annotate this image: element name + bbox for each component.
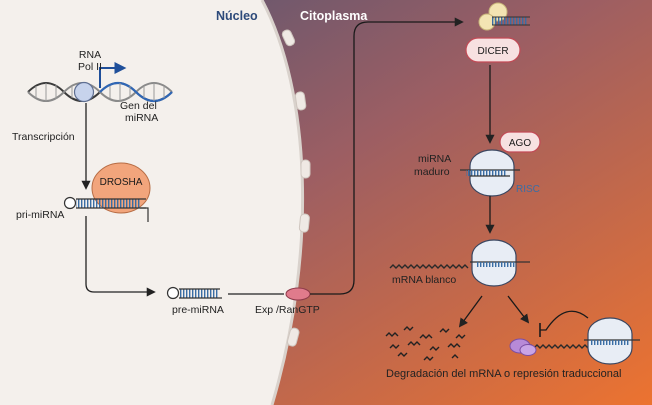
ago-protein bbox=[499, 131, 541, 153]
pri-mirna: DROSHA bbox=[63, 162, 151, 222]
transcription-label: Transcripción bbox=[12, 131, 75, 143]
nuclear-pores bbox=[281, 29, 311, 347]
dicer-label: DICER bbox=[477, 46, 508, 57]
mature-mirna-label-1: miRNA bbox=[418, 153, 451, 165]
mature-mirna-label-2: maduro bbox=[414, 166, 450, 178]
risc-target-complex bbox=[389, 239, 530, 287]
promoter-arrow bbox=[99, 62, 127, 88]
rna-pol-label-1: RNA bbox=[79, 49, 101, 61]
target-mrna-strand bbox=[389, 264, 469, 269]
translational-repression bbox=[509, 310, 640, 365]
risc-label: RISC bbox=[516, 184, 540, 195]
processing-arrow bbox=[85, 216, 156, 297]
rna-pol-label-2: Pol II bbox=[78, 61, 102, 73]
repression-arrow bbox=[507, 295, 530, 324]
dicer-enzyme bbox=[465, 37, 521, 63]
pre-mirna-label: pre-miRNA bbox=[172, 304, 224, 316]
rna-polymerase bbox=[73, 81, 95, 103]
export-arrow bbox=[310, 17, 464, 295]
dicer-complex: DICER bbox=[465, 2, 530, 63]
gene-label-2: miRNA bbox=[125, 112, 158, 124]
outcome-label: Degradación del mRNA o represión traducc… bbox=[386, 368, 621, 380]
degraded-mrna-fragments bbox=[385, 326, 466, 361]
dna-helix bbox=[27, 81, 173, 103]
pri-mirna-label: pri-miRNA bbox=[16, 209, 64, 221]
pre-mirna bbox=[166, 286, 222, 300]
nucleus-background bbox=[0, 0, 303, 405]
degradation-arrow bbox=[458, 295, 483, 328]
ago-label: AGO bbox=[509, 138, 531, 149]
inhibition-line bbox=[540, 310, 589, 331]
drosha-label: DROSHA bbox=[100, 177, 143, 188]
exportin-complex bbox=[285, 287, 311, 301]
exportin-label: Exp /RanGTP bbox=[255, 304, 320, 316]
risc-complex bbox=[460, 149, 520, 197]
cytoplasm-title: Citoplasma bbox=[300, 9, 368, 23]
nucleus-title: Núcleo bbox=[216, 9, 258, 23]
target-mrna-label: mRNA blanco bbox=[392, 274, 456, 286]
gene-label-1: Gen del bbox=[120, 100, 157, 112]
